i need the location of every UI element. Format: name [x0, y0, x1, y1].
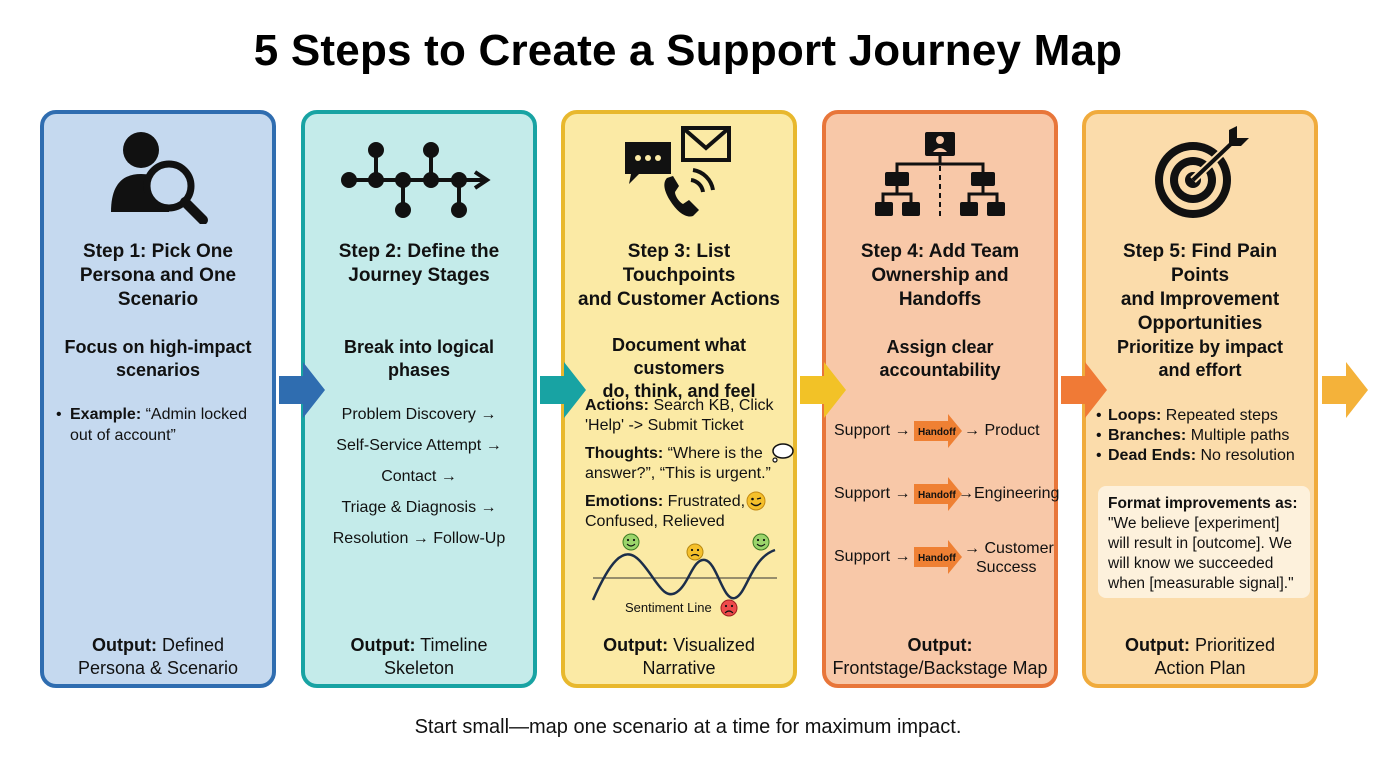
- stage-item: Resolution → Follow-Up: [332, 530, 506, 547]
- step-5-output: Output: Prioritized Action Plan: [1124, 635, 1275, 678]
- handoff-badge: Handoff: [914, 414, 962, 448]
- handoff-row: Support → Handoff → Product: [834, 414, 1062, 458]
- touchpoints-icon: [565, 124, 793, 234]
- step-1-title: Step 1: Pick One Persona and One Scenari…: [79, 241, 237, 310]
- step-5-pain-points: •Loops: Repeated steps •Branches: Multip…: [1096, 406, 1308, 466]
- stage-item: Self-Service Attempt →: [336, 437, 502, 454]
- happy-emoji-icon: [622, 533, 640, 551]
- persona-search-icon: [44, 124, 272, 234]
- step-5-title: Step 5: Find Pain Points and Improvement…: [1120, 241, 1280, 334]
- step-arrow-1: [279, 362, 325, 418]
- happy-emoji-icon: [752, 533, 770, 551]
- step-arrow-4: [1061, 362, 1107, 418]
- svg-text:Handoff: Handoff: [918, 553, 956, 564]
- step-card-1: Step 1: Pick One Persona and One Scenari…: [40, 110, 276, 688]
- worried-emoji-icon: [686, 543, 704, 561]
- target-icon: [1086, 124, 1314, 234]
- handoff-row: Support → Handoff → Customer Success: [834, 540, 1054, 576]
- step-3-thoughts: Thoughts: “Where is the answer?”, “This …: [585, 445, 771, 482]
- step-1-example: • Example: “Admin locked out of account”: [56, 406, 247, 444]
- sad-emoji-icon: [720, 599, 738, 617]
- step-arrow-5: [1322, 362, 1368, 418]
- step-3-actions: Actions: Search KB, Click 'Help' -> Subm…: [585, 397, 774, 434]
- step-3-output: Output: Visualized Narrative: [603, 635, 755, 678]
- timeline-icon: [305, 124, 533, 234]
- stage-item: Problem Discovery →: [341, 406, 497, 423]
- step-arrow-2: [540, 362, 586, 418]
- handoff-badge: Handoff: [914, 477, 962, 511]
- org-chart-icon: [826, 124, 1054, 234]
- step-3-emotions: Emotions: Frustrated, Confused, Relieved: [585, 493, 746, 530]
- stage-item: Triage & Diagnosis →: [341, 499, 497, 516]
- step-4-output: Output: Frontstage/Backstage Map: [832, 635, 1048, 678]
- handoff-row: Support → Handoff →Engineering: [834, 477, 1062, 521]
- step-3-subtitle: Document what customers do, think, and f…: [602, 335, 756, 401]
- page-title: 5 Steps to Create a Support Journey Map: [253, 26, 1123, 75]
- step-3-title: Step 3: List Touchpoints and Customer Ac…: [578, 241, 780, 310]
- svg-text:Handoff: Handoff: [918, 427, 956, 438]
- sentiment-line-label: Sentiment Line: [625, 600, 712, 615]
- step-card-5: Step 5: Find Pain Points and Improvement…: [1082, 110, 1318, 688]
- step-1-subtitle: Focus on high-impact scenarios: [64, 337, 252, 380]
- step-2-output: Output: Timeline Skeleton: [350, 635, 488, 678]
- step-card-2: Step 2: Define the Journey Stages Break …: [301, 110, 537, 688]
- step-2-subtitle: Break into logical phases: [343, 337, 495, 380]
- step-card-3: Step 3: List Touchpoints and Customer Ac…: [561, 110, 797, 688]
- wink-emoji-icon: [746, 491, 766, 511]
- sentiment-line-chart: Sentiment Line: [591, 533, 777, 617]
- list-item: •Dead Ends: No resolution: [1096, 447, 1295, 464]
- step-arrow-3: [800, 362, 846, 418]
- step-card-4: Step 4: Add Team Ownership and Handoffs …: [822, 110, 1059, 688]
- step-2-stages: Problem Discovery → Self-Service Attempt…: [309, 404, 529, 559]
- step-2-title: Step 2: Define the Journey Stages: [338, 241, 500, 286]
- step-5-subtitle: Prioritize by impact and effort: [1116, 337, 1284, 380]
- handoff-badge: Handoff: [914, 540, 962, 574]
- footer-tagline: Start small—map one scenario at a time f…: [414, 716, 962, 738]
- thought-bubble-icon: [772, 443, 794, 463]
- step-4-subtitle: Assign clear accountability: [879, 337, 1001, 380]
- improvement-format-note: Format improvements as: "We believe [exp…: [1098, 486, 1310, 598]
- list-item: •Branches: Multiple paths: [1096, 427, 1290, 444]
- stage-item: Contact →: [381, 468, 457, 485]
- step-4-title: Step 4: Add Team Ownership and Handoffs: [860, 241, 1020, 310]
- svg-text:Handoff: Handoff: [918, 490, 956, 501]
- step-1-output: Output: Defined Persona & Scenario: [77, 635, 239, 678]
- list-item: •Loops: Repeated steps: [1096, 407, 1278, 424]
